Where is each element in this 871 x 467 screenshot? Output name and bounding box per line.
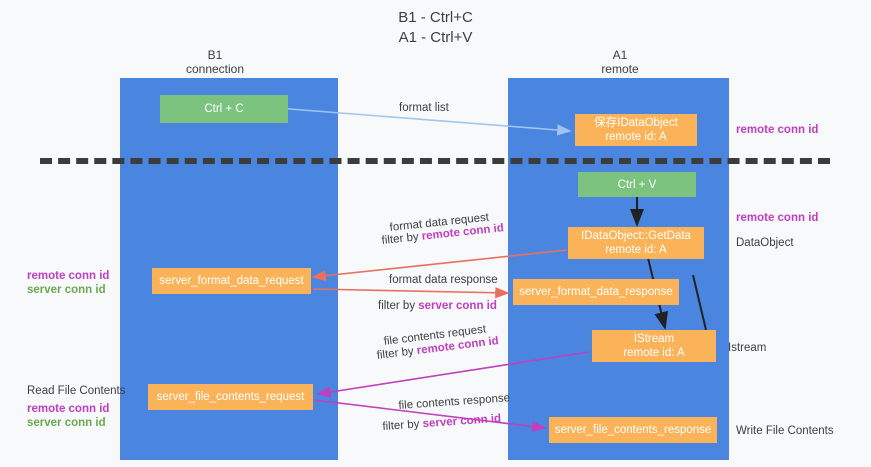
filter-key-server-conn-id: server conn id	[418, 300, 497, 312]
node-ctrl-c-label: Ctrl + C	[204, 103, 244, 115]
column-b1-role: connection	[185, 62, 245, 76]
node-istream-line1: IStream	[633, 333, 675, 345]
node-ctrl-v[interactable]: Ctrl + V	[578, 172, 696, 197]
node-getdata-line1: IDataObject::GetData	[581, 230, 691, 242]
edge-label-format-data-response-filter: filter by server conn id	[378, 299, 497, 313]
title-line-1: B1 - Ctrl+C	[398, 9, 473, 26]
annotation-right-dataobject: DataObject	[736, 237, 794, 249]
annotation-left-remote-conn-id-2: remote conn id	[27, 403, 110, 415]
filter-prefix: filter by	[376, 345, 418, 362]
annotation-right-istream: Istream	[728, 342, 767, 354]
column-header-b1: B1 connection	[155, 48, 275, 76]
filter-prefix: filter by	[381, 230, 423, 247]
annotation-left-server-conn-id-1: server conn id	[27, 284, 106, 296]
node-idataobject-line2: remote id: A	[605, 131, 667, 143]
node-idataobject[interactable]: 保存IDataObject remote id: A	[575, 114, 697, 146]
node-ctrl-c[interactable]: Ctrl + C	[160, 95, 288, 123]
node-server-file-contents-request-label: server_file_contents_request	[156, 391, 305, 403]
edge-label-file-contents-response-filter: filter by server conn id	[382, 412, 502, 434]
node-idataobject-getdata[interactable]: IDataObject::GetData remote id: A	[568, 227, 704, 259]
node-istream[interactable]: IStream remote id: A	[592, 330, 716, 362]
edge-label-format-data-response: format data response	[389, 274, 498, 286]
annotation-left-read-file-contents: Read File Contents	[27, 385, 126, 397]
page-title: B1 - Ctrl+C A1 - Ctrl+V	[0, 8, 871, 48]
node-server-file-contents-response-label: server_file_contents_response	[554, 424, 712, 436]
column-a1-name: A1	[612, 48, 628, 62]
filter-key-server-conn-id: server conn id	[422, 412, 502, 431]
annotation-right-remote-conn-id-2: remote conn id	[736, 212, 819, 224]
annotation-left-server-conn-id-2: server conn id	[27, 417, 106, 429]
annotation-right-remote-conn-id-1: remote conn id	[736, 124, 819, 136]
filter-prefix: filter by	[382, 418, 424, 433]
node-ctrl-v-label: Ctrl + V	[617, 178, 657, 191]
column-header-a1: A1 remote	[560, 48, 680, 76]
annotation-left-remote-conn-id-1: remote conn id	[27, 270, 110, 282]
node-server-file-contents-response[interactable]: server_file_contents_response	[549, 417, 717, 443]
column-b1-name: B1	[207, 48, 223, 62]
node-idataobject-line1: 保存IDataObject	[594, 117, 678, 129]
column-a1-role: remote	[601, 62, 639, 76]
node-server-file-contents-request[interactable]: server_file_contents_request	[148, 384, 313, 410]
node-getdata-line2: remote id: A	[605, 244, 667, 256]
connector-format-data-response	[312, 287, 510, 299]
node-server-format-data-response[interactable]: server_format_data_response	[513, 279, 679, 305]
edge-label-format-list: format list	[399, 102, 449, 114]
node-server-format-data-request[interactable]: server_format_data_request	[152, 268, 311, 294]
annotation-right-write-file-contents: Write File Contents	[736, 425, 834, 437]
filter-prefix: filter by	[378, 300, 419, 312]
title-line-2: A1 - Ctrl+V	[398, 29, 473, 46]
phase-divider	[40, 158, 830, 164]
edge-label-file-contents-response: file contents response	[398, 392, 511, 412]
node-istream-line2: remote id: A	[623, 347, 685, 359]
node-server-format-data-request-label: server_format_data_request	[159, 275, 304, 287]
node-server-format-data-response-label: server_format_data_response	[519, 286, 673, 298]
